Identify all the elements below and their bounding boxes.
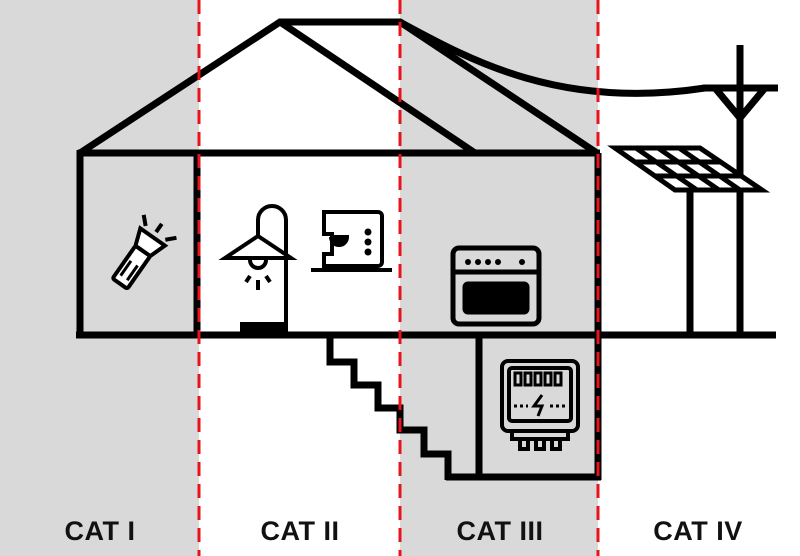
lamp-icon xyxy=(218,204,298,335)
cat-i-zone xyxy=(0,0,199,556)
oven-icon xyxy=(450,245,542,327)
power-line xyxy=(398,18,706,97)
cat-iii-zone xyxy=(400,0,598,556)
stairs xyxy=(326,335,452,480)
category-label-cat-i: CAT I xyxy=(64,516,136,546)
category-label-cat-iv: CAT IV xyxy=(653,516,743,546)
electric-meter-icon xyxy=(500,359,580,451)
coffee-maker-icon xyxy=(311,210,392,272)
category-label-cat-ii: CAT II xyxy=(260,516,340,546)
category-dividers xyxy=(197,0,600,556)
category-label-cat-iii: CAT III xyxy=(456,516,544,546)
solar-panel xyxy=(607,145,771,335)
flashlight-icon xyxy=(111,214,177,291)
